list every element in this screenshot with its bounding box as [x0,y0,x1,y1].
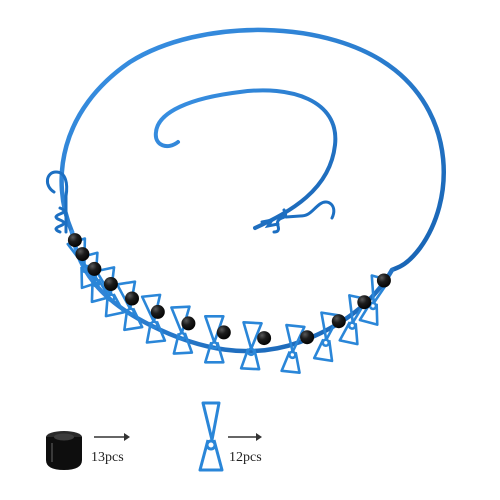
black-bead [75,247,90,262]
right-arrow-icon [94,433,130,441]
clip-count-label: 12pcs [229,450,262,465]
black-bead [103,277,118,291]
black-bead [376,273,391,288]
black-bead [300,330,315,345]
clothespin-clip [280,323,306,374]
left-hook [46,170,69,234]
right-arrow-icon [228,433,262,441]
bead-count-label: 13pcs [91,450,124,465]
bead-row [67,233,391,346]
black-bead [257,331,272,346]
black-bead-icon [46,431,82,470]
clothespin-clip [140,293,167,344]
black-bead [125,291,139,306]
blue-clothespin-clip-icon [198,401,224,472]
black-bead [150,304,165,319]
black-bead [67,233,82,248]
clothespin-clip [312,311,341,363]
clothespin-clip [204,314,225,364]
black-bead [216,325,231,340]
rope-inner-loop [153,88,338,230]
center-hook [260,200,336,234]
black-bead [357,295,372,310]
rope-outer-loop [59,27,446,273]
black-bead [331,314,346,329]
clothespin-clip [239,321,263,371]
black-bead [87,261,102,276]
black-bead [181,316,196,331]
clothespin-clip [338,294,369,346]
